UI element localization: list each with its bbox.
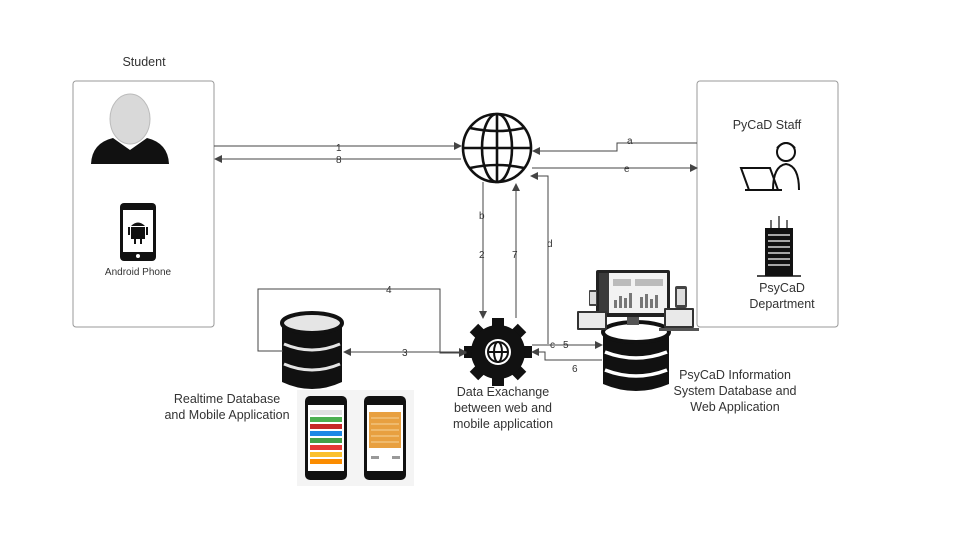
arrow-6 — [531, 348, 602, 361]
mobile-app-screenshots — [297, 390, 414, 486]
web-application-screenshot — [577, 270, 699, 331]
arrow-label-b: b — [479, 211, 485, 222]
student-box — [72, 80, 215, 328]
arrow-a — [532, 142, 697, 155]
globe-icon — [461, 112, 533, 184]
server-rack-icon — [757, 216, 801, 277]
arrow-label-7: 7 — [512, 250, 518, 261]
staff-title: PyCaD Staff — [732, 118, 802, 132]
staff-box — [696, 80, 839, 328]
arrow-label-3: 3 — [402, 348, 408, 359]
arrow-label-d: d — [547, 239, 553, 250]
gear-icon — [464, 318, 532, 386]
student-title: Student — [122, 55, 166, 69]
psycad-system-label-line1: PsyCaD Information — [679, 368, 791, 382]
psycad-department-label-line1: PsyCaD — [759, 281, 805, 295]
psycad-system-label-line3: Web Application — [690, 400, 780, 414]
realtime-database-label-line1: Realtime Database — [173, 392, 281, 406]
arrow-4 — [257, 288, 467, 357]
user-icon — [91, 93, 169, 164]
arrow-labels: 1 8 a e b 2 7 d 4 3 c 5 6 — [336, 136, 633, 375]
arrow-label-e: e — [624, 164, 630, 175]
data-exchange-label-line1: Data Exachange — [456, 385, 550, 399]
connectors — [214, 142, 698, 361]
arrow-label-5: 5 — [563, 340, 569, 351]
realtime-database-icon — [280, 311, 344, 389]
psycad-system-label-line2: System Database and — [673, 384, 797, 398]
data-exchange-label-line3: mobile application — [452, 417, 554, 431]
staff-laptop-icon — [739, 142, 800, 191]
android-phone-label: Android Phone — [104, 267, 172, 278]
realtime-database-label-line2: and Mobile Application — [164, 408, 290, 422]
arrow-label-8: 8 — [336, 155, 342, 166]
arrow-label-2: 2 — [479, 250, 485, 261]
arrow-label-6: 6 — [572, 364, 578, 375]
android-phone-icon — [120, 203, 156, 261]
arrow-label-4: 4 — [386, 285, 392, 296]
arrow-label-c: c — [550, 340, 555, 351]
arrow-d — [530, 172, 549, 344]
arrow-label-a: a — [627, 136, 633, 147]
arrow-label-1: 1 — [336, 143, 342, 154]
data-exchange-label-line2: between web and — [454, 401, 552, 415]
psycad-department-label-line2: Department — [749, 297, 815, 311]
psycad-database-icon — [601, 320, 671, 391]
